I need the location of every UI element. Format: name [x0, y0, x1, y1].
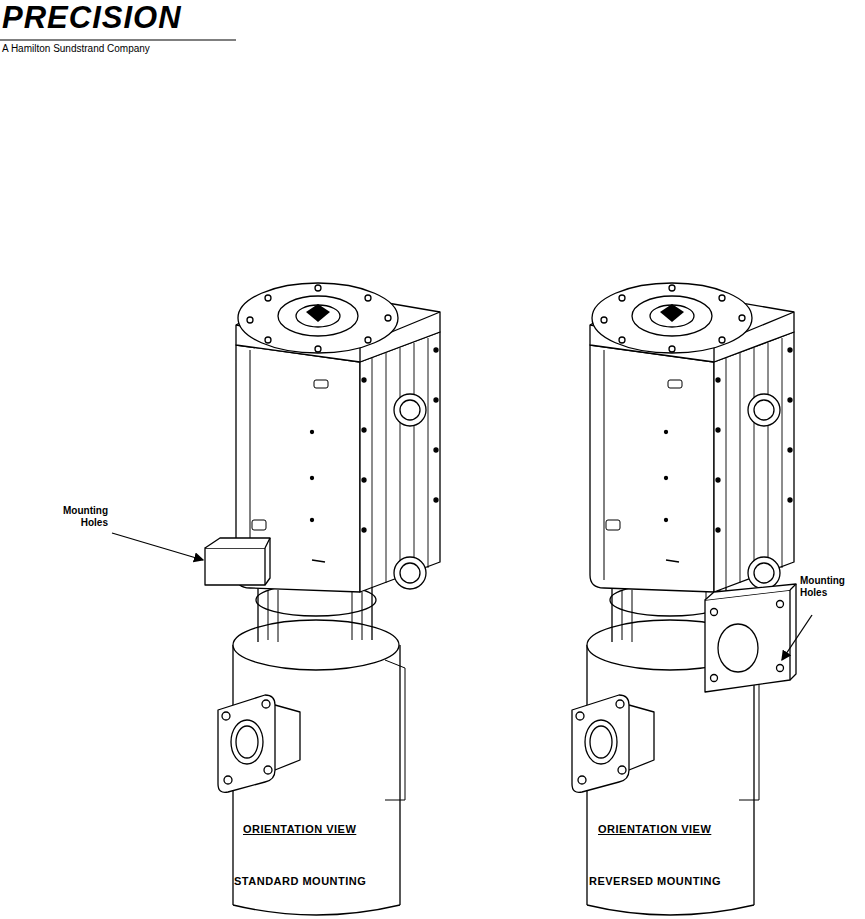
- callout-label: Mounting Holes: [46, 505, 108, 528]
- view-caption: STANDARD MOUNTING: [234, 875, 366, 887]
- company-line: A Hamilton Sundstrand Company: [2, 43, 150, 54]
- leader-line: [782, 615, 812, 660]
- pump-unit: [572, 283, 794, 915]
- mounting-block: [705, 584, 796, 692]
- logo-text: PRECISION: [2, 0, 182, 36]
- view-title: ORIENTATION VIEW: [598, 823, 711, 835]
- logo-rule: [0, 39, 236, 40]
- leader-line: [112, 533, 203, 560]
- mounting-block: [205, 538, 270, 585]
- view-caption: REVERSED MOUNTING: [589, 875, 721, 887]
- callout-label: Mounting Holes: [800, 575, 850, 598]
- view-title: ORIENTATION VIEW: [243, 823, 356, 835]
- pump-unit: [218, 283, 440, 915]
